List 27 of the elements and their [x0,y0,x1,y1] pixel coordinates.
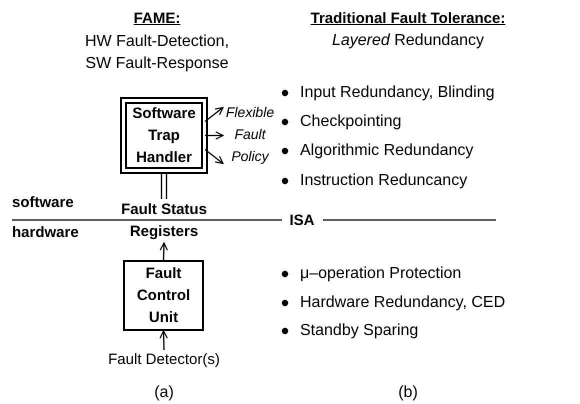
subtitle: HW Fault-Detection, SW Fault-Response [84,32,230,74]
arrow [160,330,168,350]
list-item: Algorithmic Redundancy [300,141,474,161]
list-item: Standby Sparing [300,321,418,341]
process-box: Software Trap Handler [120,97,208,174]
list-item: Hardware Redundancy, CED [300,293,506,313]
layer-label: software [12,193,74,213]
heading: Traditional Fault Tolerance: [310,9,506,29]
panel-label: (b) [398,383,418,403]
list-item: μ–operation Protection [300,264,462,284]
double-connector [160,173,168,200]
list-item: Checkpointing [300,112,402,132]
subtitle: Layered Redundancy [332,31,484,51]
policy-text: Flexible Fault Policy [224,101,276,167]
layer-label: ISA [289,211,314,231]
heading: FAME: [134,9,180,29]
list-item: Input Redundancy, Blinding [300,83,495,103]
layer-label: hardware [12,223,79,243]
arrow [204,106,224,122]
arrow [205,131,224,140]
detector-text: Fault Detector(s) [99,350,229,370]
process-box: Fault Control Unit [123,260,204,331]
arrow [160,242,168,260]
register-text: Fault Status Registers [104,199,224,243]
panel-label: (a) [154,383,174,403]
arrow [204,148,224,164]
list-item: Instruction Reduncancy [300,171,468,191]
